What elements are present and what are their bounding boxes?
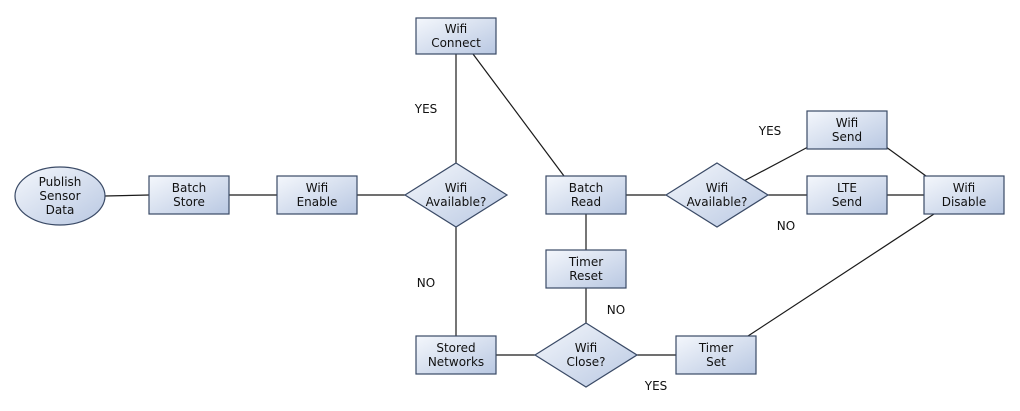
node-label-line: Available? (426, 195, 487, 209)
node-label-line: Timer (568, 255, 603, 269)
node-label-line: Sensor (39, 189, 80, 203)
node-label-line: LTE (837, 181, 857, 195)
rect-shape (545, 249, 627, 289)
rect-shape (806, 175, 888, 215)
diamond-shape (403, 162, 509, 228)
rect-shape (276, 175, 358, 215)
node-label-line: Stored (436, 341, 475, 355)
diamond-shape (664, 162, 770, 228)
node-label-line: Enable (297, 195, 338, 209)
node-label-line: Send (832, 195, 862, 209)
edge-wifi-connect-to-batch-read (472, 53, 565, 177)
rect-shape (148, 175, 230, 215)
node-label-line: Send (832, 130, 862, 144)
edge-wifi-send-to-wifi-disable (885, 146, 927, 177)
nodes-layer: PublishSensorDataBatchStoreWifiEnableWif… (14, 17, 1005, 388)
node-label-line: Wifi (445, 181, 468, 195)
node-label-line: Wifi (306, 181, 329, 195)
node-label-line: Wifi (575, 341, 598, 355)
node-label-line: Wifi (953, 181, 976, 195)
edge-labels-layer: YES NO YES NO NO YES (414, 102, 795, 393)
node-label-line: Wifi (706, 181, 729, 195)
node-label-line: Store (173, 195, 205, 209)
rect-shape (415, 17, 497, 55)
node-label-line: Networks (428, 355, 484, 369)
node-label-line: Available? (687, 195, 748, 209)
rect-shape (545, 175, 627, 215)
node-label-line: Read (571, 195, 601, 209)
node-label-line: Wifi (836, 116, 859, 130)
node-label-line: Reset (569, 269, 603, 283)
node-label-line: Timer (698, 341, 733, 355)
edge-label-yes: YES (644, 379, 668, 393)
node-label-line: Connect (431, 36, 481, 50)
edges-layer (104, 53, 935, 356)
rect-shape (923, 175, 1005, 215)
diamond-shape (533, 322, 639, 388)
edge-publish-to-batch-store (104, 194, 150, 197)
node-label-line: Batch (172, 181, 207, 195)
node-label-line: Disable (942, 195, 987, 209)
ellipse-shape (14, 166, 106, 226)
node-label-line: Close? (566, 355, 605, 369)
edge-label-no: NO (417, 276, 435, 290)
rect-shape (675, 335, 757, 375)
edge-label-yes: YES (414, 102, 438, 116)
edge-label-no: NO (777, 219, 795, 233)
edge-wifi-available-2-to-wifi-send (741, 146, 809, 183)
edge-label-no: NO (607, 303, 625, 317)
edge-wifi-disable-to-timer-set (747, 213, 935, 337)
rect-shape (806, 110, 888, 150)
edge-label-yes: YES (758, 124, 782, 138)
rect-shape (415, 335, 497, 375)
node-label-line: Set (706, 355, 726, 369)
node-label-line: Batch (569, 181, 604, 195)
node-label-line: Data (46, 203, 75, 217)
node-label-line: Wifi (445, 22, 468, 36)
node-label-line: Publish (39, 175, 82, 189)
